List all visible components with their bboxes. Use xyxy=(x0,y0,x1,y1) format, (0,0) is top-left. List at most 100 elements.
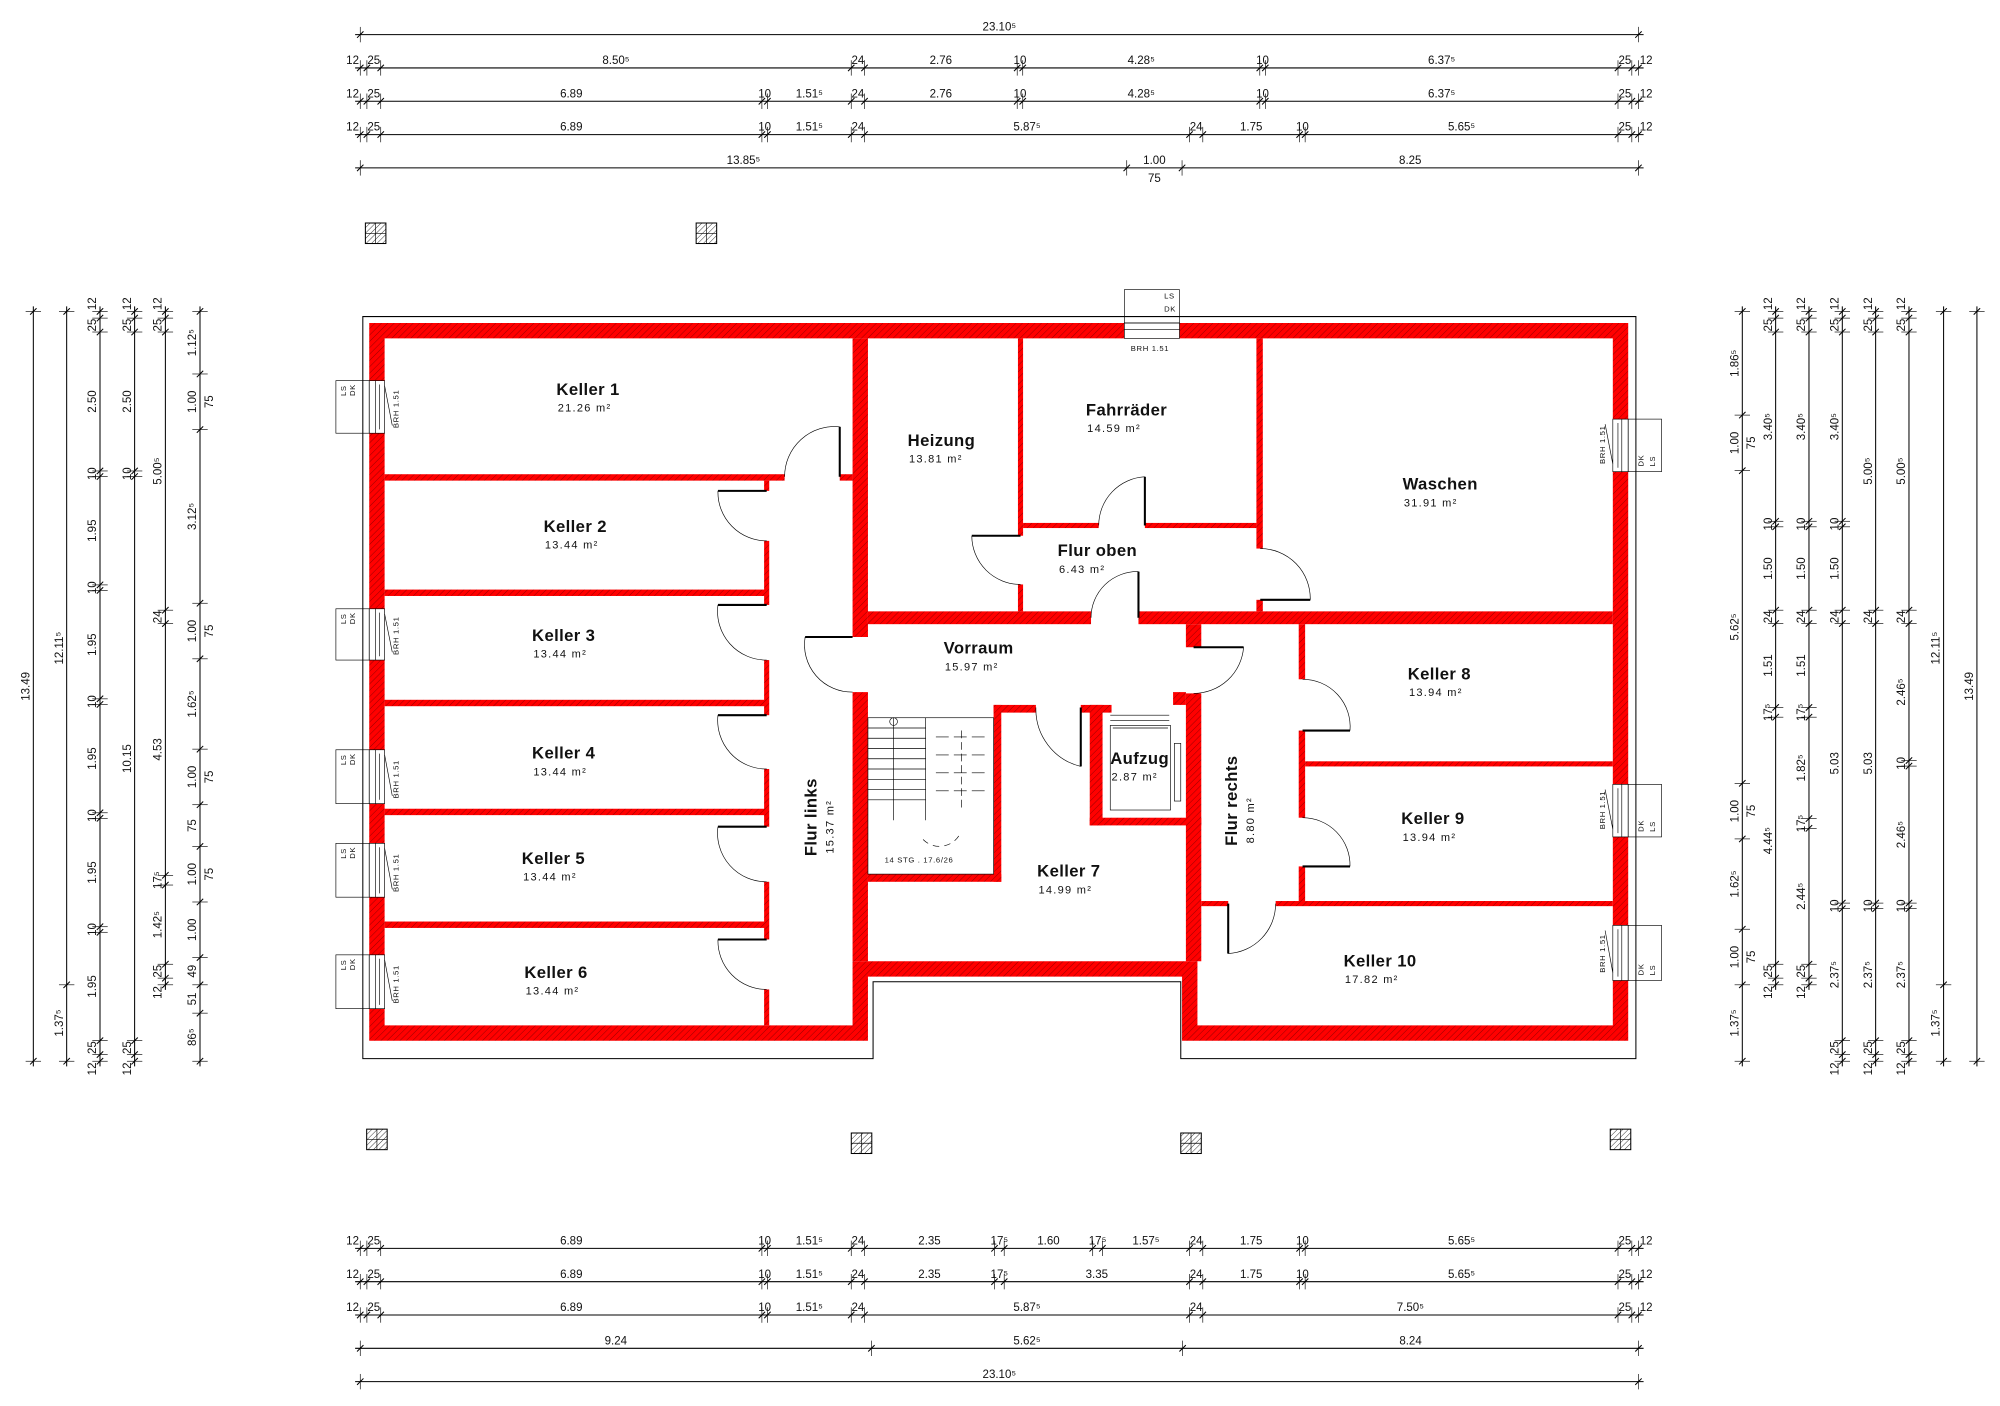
room-area: 13.44 m² xyxy=(533,766,587,778)
dimension-label: 4.28⁵ xyxy=(1128,88,1155,100)
dimension-label: 13.49 xyxy=(1964,672,1976,701)
dimension-label: 8.24 xyxy=(1399,1335,1422,1347)
dimension-label: 1.95 xyxy=(87,633,99,655)
dimension-label: 12 xyxy=(346,1302,359,1314)
dimension-label: 12 xyxy=(153,986,165,999)
dimension-label: 86⁵ xyxy=(187,1028,199,1046)
dimension-label: 24 xyxy=(851,88,864,100)
wall xyxy=(1089,704,1103,826)
window-brh-label: BRH 1.51 xyxy=(392,854,401,892)
dimension-label: 12 xyxy=(1896,1063,1908,1076)
dimension-chain: 12252.50101.95101.95101.95101.95101.9525… xyxy=(87,297,108,1075)
room-area: 17.82 m² xyxy=(1345,974,1399,986)
dimension-label: 10 xyxy=(1296,1236,1309,1248)
window-ls-label: LS xyxy=(339,848,348,859)
wall xyxy=(1298,866,1306,902)
elevator-car xyxy=(1109,714,1182,811)
wall xyxy=(764,769,770,827)
dimension-label: 10 xyxy=(1296,122,1309,134)
axis-marker xyxy=(366,1128,388,1151)
room-name: Keller 8 xyxy=(1408,664,1471,683)
room-label: Keller 714.99 m² xyxy=(1037,862,1100,897)
dimension-label: 24 xyxy=(1796,610,1808,623)
room-name: Keller 7 xyxy=(1037,862,1100,881)
dimension-label: 24 xyxy=(1190,1269,1203,1281)
dimension-label: 75 xyxy=(187,819,199,832)
wall xyxy=(852,338,868,637)
dimension-sublabel: 75 xyxy=(1148,173,1161,185)
room-name: Aufzug xyxy=(1110,749,1169,768)
dimension-label: 3.40⁵ xyxy=(1796,413,1808,440)
room-label: Keller 9 13.94 m² xyxy=(1401,809,1464,844)
room-area: 15.97 m² xyxy=(945,661,999,673)
dimension-label: 12 xyxy=(346,122,359,134)
room-area: 6.43 m² xyxy=(1059,564,1105,576)
room-label: Keller 313.44 m² xyxy=(532,626,595,661)
dimension-label: 1.00 xyxy=(187,863,199,885)
window-ls-label: LS xyxy=(339,754,348,765)
dimension-label: 1.51⁵ xyxy=(796,1269,823,1281)
dimension-label: 12 xyxy=(346,1236,359,1248)
dimension-label: 1.51 xyxy=(1763,654,1775,676)
window-dk-label: DK xyxy=(348,847,357,859)
dimension-sublabel: 75 xyxy=(1746,805,1758,818)
dimension-label: 25 xyxy=(1619,55,1632,67)
dimension-label: 25 xyxy=(1619,88,1632,100)
room-area: 13.94 m² xyxy=(1409,687,1463,699)
room-name: Waschen xyxy=(1403,475,1478,494)
dimension-label: 25 xyxy=(1619,1236,1632,1248)
stair-label: 14 STG . 17.6/26 xyxy=(885,856,954,865)
dimension-label: 1.50 xyxy=(1829,557,1841,579)
window-ls-label: LS xyxy=(339,385,348,396)
dimension-label: 10 xyxy=(1829,518,1841,531)
window-dk-label: DK xyxy=(348,612,357,624)
wall xyxy=(1185,624,1202,648)
dimension-label: 12 xyxy=(1863,297,1875,310)
room-area: 13.94 m² xyxy=(1403,832,1457,844)
dimension-label: 25 xyxy=(1763,965,1775,978)
room-name: Keller 1 xyxy=(556,380,619,399)
dimension-label: 17⁵ xyxy=(1796,703,1808,721)
wall xyxy=(993,704,1036,713)
dimension-label: 1.00 xyxy=(187,391,199,413)
window-ls-label: LS xyxy=(1648,456,1657,467)
dimension-label: 24 xyxy=(851,1302,864,1314)
dimension-label: 10 xyxy=(1256,88,1269,100)
dimension-sublabel: 75 xyxy=(204,625,216,638)
dimension-label: 10 xyxy=(1763,518,1775,531)
dimension-label: 1.75 xyxy=(1240,122,1262,134)
dimension-label: 24 xyxy=(851,122,864,134)
staircase xyxy=(867,717,994,875)
door xyxy=(717,489,767,542)
dimension-label: 6.89 xyxy=(560,122,582,134)
dimension-label: 6.37⁵ xyxy=(1428,55,1455,67)
room-area: 21.26 m² xyxy=(558,402,612,414)
window-ls-label: LS xyxy=(339,613,348,624)
wall xyxy=(1298,624,1306,680)
dimension-label: 12 xyxy=(1796,297,1808,310)
room-name: Keller 5 xyxy=(522,849,585,868)
dimension-label: 25 xyxy=(1896,1041,1908,1054)
dimension-label: 1.00 xyxy=(1729,946,1741,968)
doors xyxy=(717,426,1351,990)
wall xyxy=(384,808,767,816)
dimension-label: 12 xyxy=(1640,1302,1653,1314)
dimension-label: 1.37⁵ xyxy=(54,1009,66,1036)
room-name: Keller 9 xyxy=(1401,809,1464,828)
dimension-label: 10 xyxy=(1829,899,1841,912)
dimension-label: 1.60 xyxy=(1037,1236,1059,1248)
axis-marker xyxy=(364,222,387,245)
dimension-label: 25 xyxy=(1863,319,1875,332)
dimension-label: 25 xyxy=(1896,319,1908,332)
dimension-label: 17⁵ xyxy=(991,1269,1009,1281)
room-label: Keller 213.44 m² xyxy=(544,517,607,552)
window-brh-label: BRH 1.51 xyxy=(1598,934,1607,972)
